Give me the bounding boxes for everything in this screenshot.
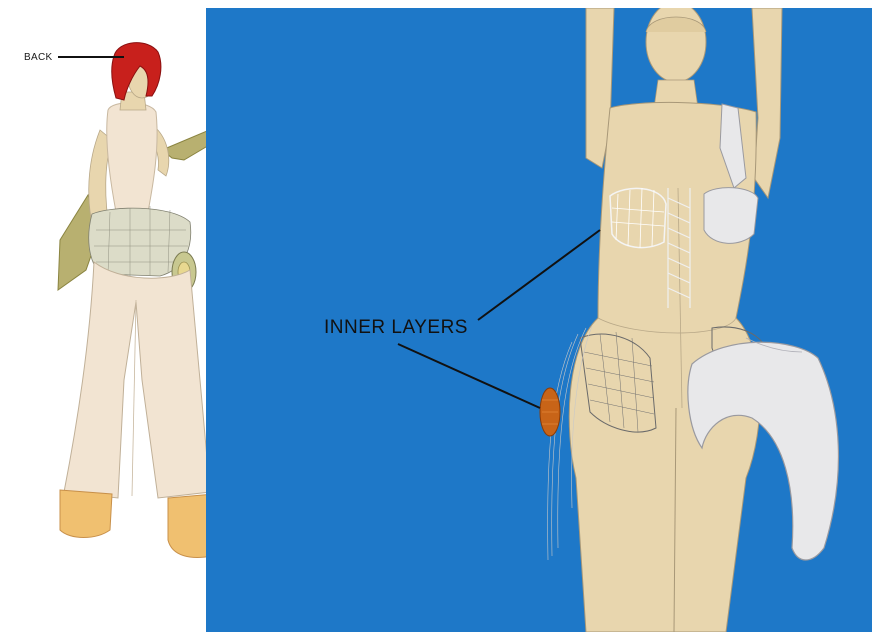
front-view-panel [206,8,872,632]
trousers [64,262,210,498]
shell-cup-right [704,188,758,244]
left-shoe [60,490,112,538]
torso [107,103,157,212]
back-label: BACK [24,52,52,63]
front-view-figure [206,8,872,632]
inner-layers-label: INNER LAYERS [324,317,468,339]
